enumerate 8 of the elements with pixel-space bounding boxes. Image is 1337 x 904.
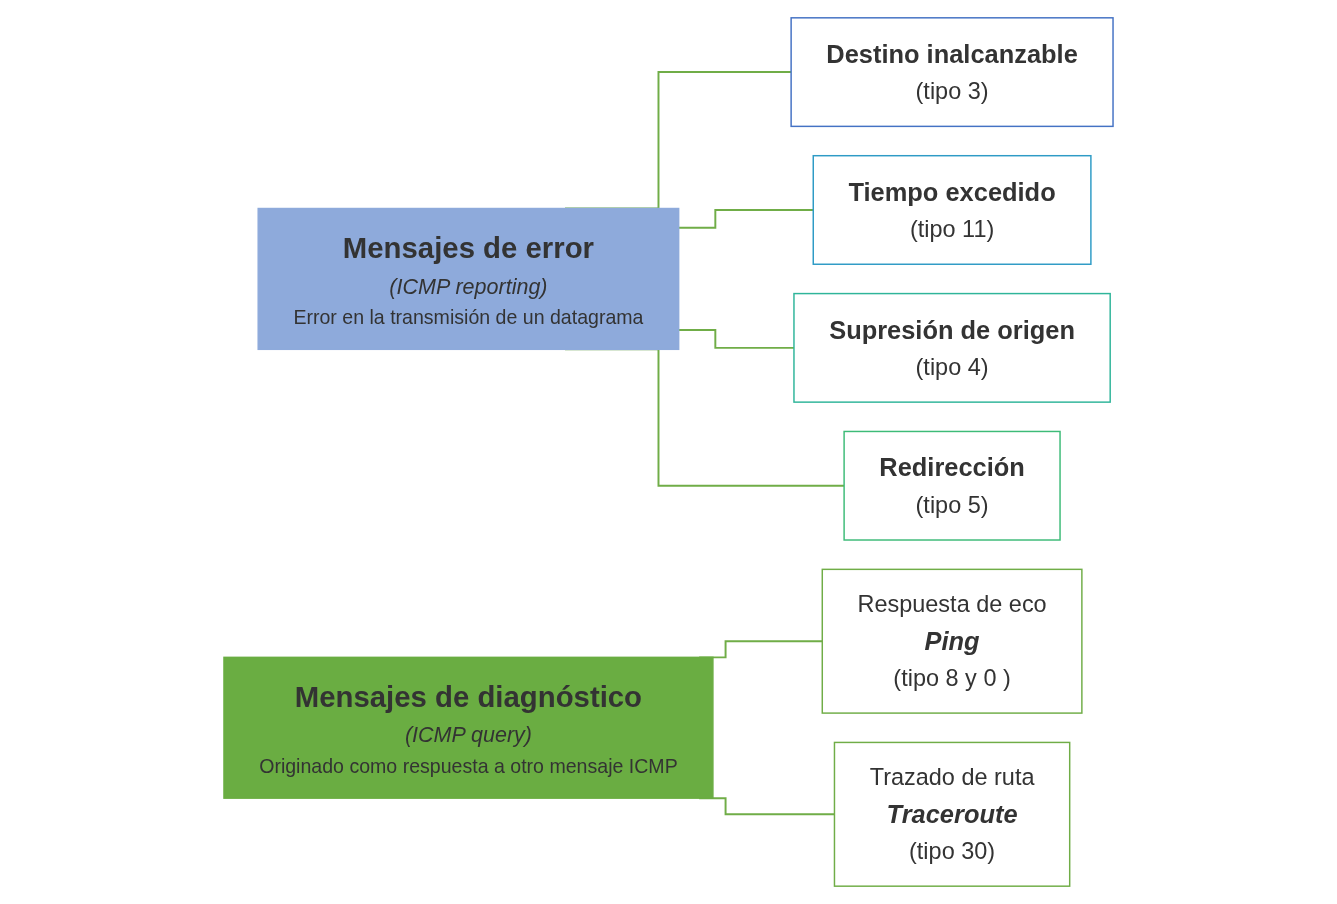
node-box: Redirección (tipo 5) — [843, 430, 1061, 541]
node-box: Destino inalcanzable (tipo 3) — [790, 17, 1114, 128]
node-box: Tiempo excedido (tipo 11) — [812, 154, 1092, 265]
node-box: Respuesta de eco Ping (tipo 8 y 0 ) — [821, 568, 1083, 714]
node-box: Mensajes de error (ICMP reporting) Error en la transmisión de un datagrama — [257, 207, 680, 351]
node-box: Trazado de ruta Traceroute (tipo 30) — [833, 741, 1071, 887]
node-box: Mensajes de diagnóstico (ICMP query) Originado como respuesta a otro mensaje ICMP — [223, 656, 714, 799]
node-box: Supresión de origen (tipo 4) — [793, 292, 1111, 403]
